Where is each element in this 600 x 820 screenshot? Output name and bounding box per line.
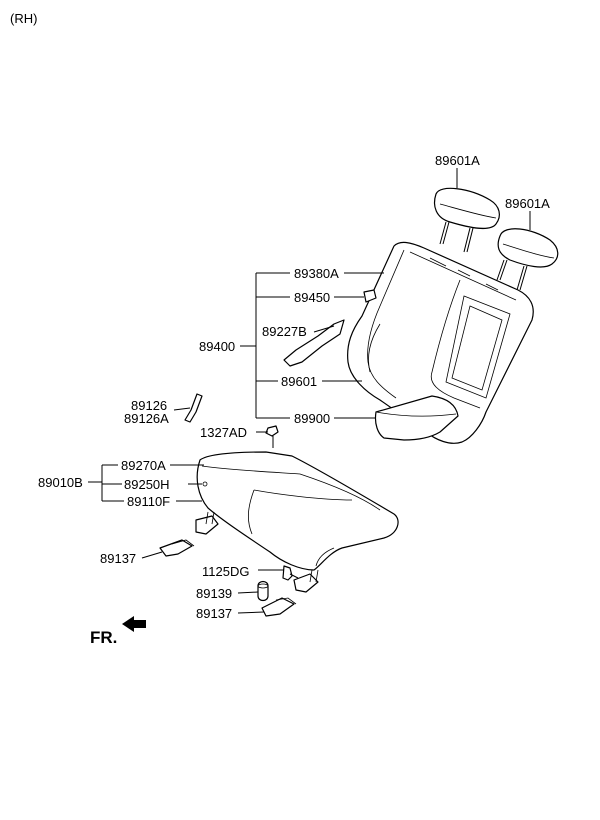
hook-right bbox=[261, 597, 297, 617]
variant-label: (RH) bbox=[10, 11, 37, 26]
callout-back-assembly: 89400 bbox=[199, 339, 235, 354]
trim-strip bbox=[184, 393, 203, 423]
callout-cushion-frame: 89110F bbox=[127, 494, 170, 509]
callout-armrest: 89900 bbox=[294, 411, 330, 426]
seat-cushion bbox=[196, 451, 399, 571]
front-arrow-icon bbox=[122, 616, 146, 632]
back-frame-bracket bbox=[283, 319, 345, 367]
bushing bbox=[257, 580, 269, 602]
callout-back-cover: 89380A bbox=[294, 266, 339, 281]
callout-back-pad: 89450 bbox=[294, 290, 330, 305]
callout-cushion-assembly: 89010B bbox=[38, 475, 83, 490]
callout-hook-right: 89137 bbox=[196, 606, 232, 621]
headrest-left bbox=[433, 187, 500, 253]
back-pad bbox=[363, 289, 377, 303]
callout-trim-strip-alt: 89126A bbox=[124, 411, 169, 426]
headrest-right bbox=[496, 228, 559, 291]
clip bbox=[265, 425, 279, 448]
cushion-latch-left bbox=[195, 511, 219, 535]
callout-headrest-right: 89601A bbox=[505, 196, 550, 211]
callout-cushion-cover: 89270A bbox=[121, 458, 166, 473]
seat-back bbox=[347, 241, 534, 444]
callout-trim-strip: 89126 bbox=[131, 398, 167, 413]
callout-back-trim: 89601 bbox=[281, 374, 317, 389]
leader-lines bbox=[88, 168, 531, 614]
armrest bbox=[374, 395, 459, 441]
bolt bbox=[282, 565, 299, 581]
callout-back-frame: 89227B bbox=[262, 324, 307, 339]
callout-hook-left: 89137 bbox=[100, 551, 136, 566]
callout-clip: 1327AD bbox=[200, 425, 247, 440]
cushion-latch-right bbox=[293, 569, 319, 593]
direction-label: FR. bbox=[90, 628, 117, 647]
callout-headrest-left: 89601A bbox=[435, 153, 480, 168]
callout-bushing: 89139 bbox=[196, 586, 232, 601]
callout-cushion-pad: 89250H bbox=[124, 477, 170, 492]
callout-bolt: 1125DG bbox=[202, 564, 249, 579]
hook-left bbox=[159, 539, 195, 557]
